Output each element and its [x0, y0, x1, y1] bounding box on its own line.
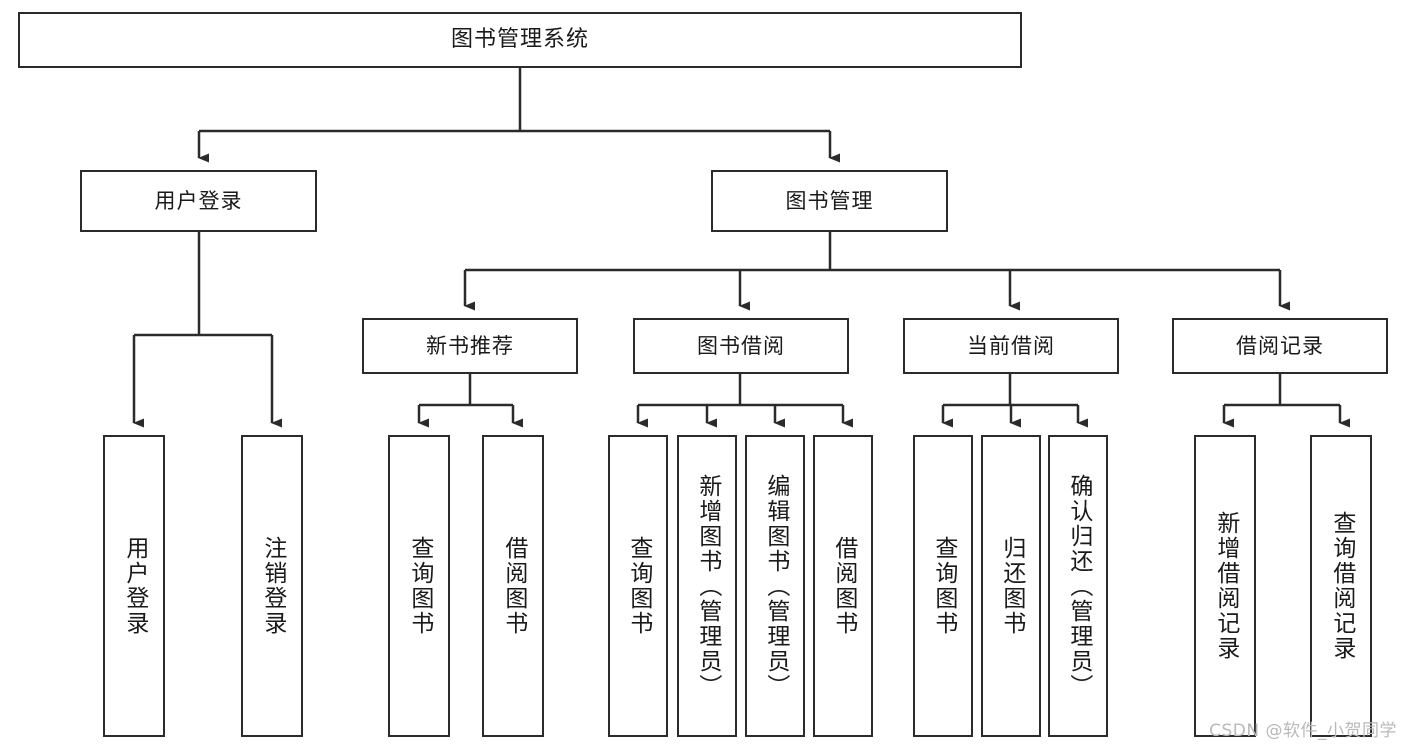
node-label: 编辑图书（管理员）: [762, 473, 789, 699]
node-label: 新书推荐: [426, 333, 514, 358]
node-user-login[interactable]: 用户登录: [80, 170, 317, 232]
node-label: 新增图书（管理员）: [694, 473, 721, 699]
leaf-user-login-logout[interactable]: 注销登录: [241, 435, 303, 737]
node-label: 归还图书: [998, 536, 1025, 636]
leaf-borrow-record-query[interactable]: 查询借阅记录: [1310, 435, 1372, 737]
node-label: 确认归还（管理员）: [1065, 473, 1092, 699]
node-borrow-record[interactable]: 借阅记录: [1172, 318, 1388, 374]
node-label: 借阅记录: [1236, 333, 1324, 358]
node-label: 查询图书: [930, 536, 957, 636]
leaf-book-borrow-query[interactable]: 查询图书: [608, 435, 668, 737]
node-label: 图书借阅: [697, 333, 785, 358]
node-label: 查询借阅记录: [1328, 511, 1355, 661]
leaf-current-borrow-confirm[interactable]: 确认归还（管理员）: [1048, 435, 1108, 737]
node-label: 图书管理系统: [450, 27, 589, 53]
leaf-book-borrow-borrow[interactable]: 借阅图书: [813, 435, 873, 737]
node-label: 查询图书: [625, 536, 652, 636]
node-label: 借阅图书: [830, 536, 857, 636]
node-label: 注销登录: [259, 536, 286, 636]
node-label: 用户登录: [154, 188, 243, 213]
node-label: 查询图书: [406, 536, 433, 636]
leaf-new-book-borrow[interactable]: 借阅图书: [482, 435, 544, 737]
node-label: 图书管理: [785, 188, 874, 213]
node-new-book-recommend[interactable]: 新书推荐: [362, 318, 578, 374]
node-label: 用户登录: [121, 536, 148, 636]
node-label: 新增借阅记录: [1212, 511, 1239, 661]
node-current-borrow[interactable]: 当前借阅: [903, 318, 1119, 374]
node-label: 借阅图书: [500, 536, 527, 636]
leaf-current-borrow-return[interactable]: 归还图书: [981, 435, 1041, 737]
leaf-user-login-login[interactable]: 用户登录: [103, 435, 165, 737]
leaf-book-borrow-edit[interactable]: 编辑图书（管理员）: [745, 435, 805, 737]
leaf-current-borrow-query[interactable]: 查询图书: [913, 435, 973, 737]
node-book-management[interactable]: 图书管理: [711, 170, 948, 232]
node-book-borrow[interactable]: 图书借阅: [633, 318, 849, 374]
leaf-book-borrow-add[interactable]: 新增图书（管理员）: [677, 435, 737, 737]
csdn-watermark: CSDN @软件_小贺同学: [1209, 721, 1397, 741]
node-root-system[interactable]: 图书管理系统: [18, 12, 1022, 68]
leaf-borrow-record-add[interactable]: 新增借阅记录: [1194, 435, 1256, 737]
node-label: 当前借阅: [967, 333, 1055, 358]
leaf-new-book-query[interactable]: 查询图书: [388, 435, 450, 737]
